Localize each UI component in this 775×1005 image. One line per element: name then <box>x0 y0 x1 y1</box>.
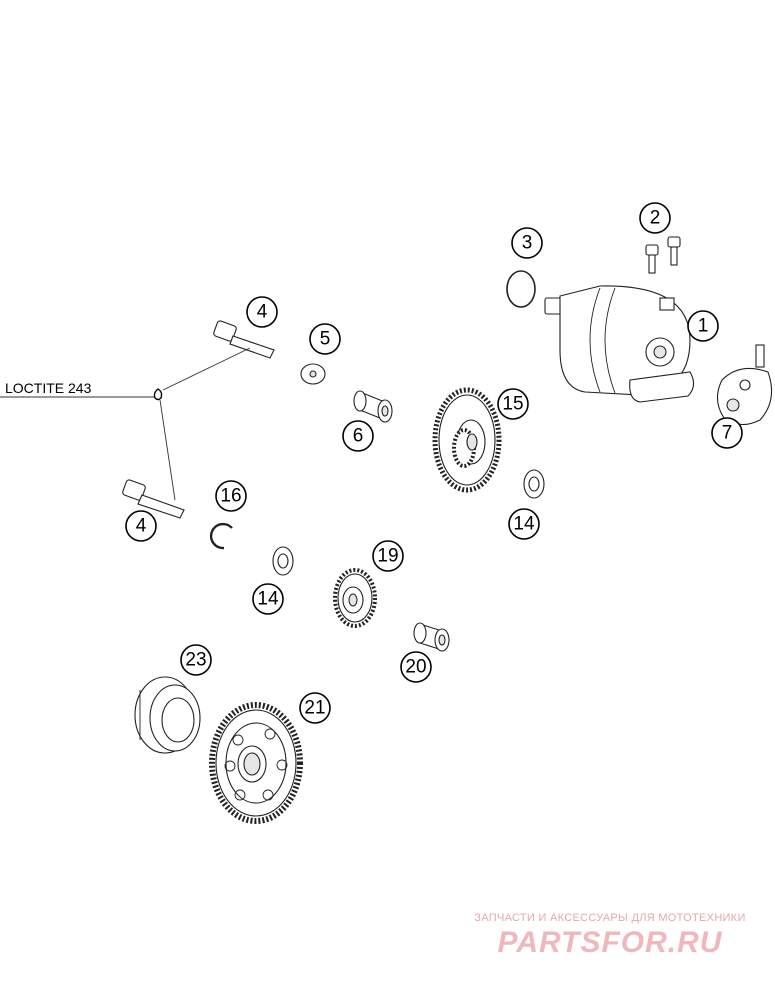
loctite-label: LOCTITE 243 <box>5 380 92 396</box>
watermark: ЗАПЧАСТИ И АКСЕССУАРЫ ДЛЯ МОТОТЕХНИКИ PA… <box>450 912 770 960</box>
callout-2: 2 <box>639 202 671 234</box>
freewheel-23 <box>134 676 201 754</box>
bolt-lower <box>122 479 185 519</box>
callout-1: 1 <box>687 310 719 342</box>
washer-14-left <box>272 546 294 576</box>
callout-14-right: 14 <box>508 508 540 540</box>
svg-text:5: 5 <box>320 329 331 350</box>
intermediate-gear-15 <box>432 387 502 493</box>
circlip-16 <box>209 522 233 550</box>
callout-4-upper: 4 <box>246 296 278 328</box>
callout-14-left: 14 <box>252 583 284 615</box>
callout-23: 23 <box>180 644 212 676</box>
svg-text:14: 14 <box>513 514 535 535</box>
svg-text:6: 6 <box>353 426 364 447</box>
watermark-logo: PARTSFOR.RU <box>497 926 723 959</box>
svg-text:19: 19 <box>377 546 398 567</box>
starter-cover <box>716 344 773 426</box>
callout-16: 16 <box>215 480 247 512</box>
svg-text:4: 4 <box>257 302 268 323</box>
small-gear-19 <box>333 568 377 628</box>
needle-bearing-20 <box>413 622 450 652</box>
callout-19: 19 <box>372 540 404 572</box>
o-ring <box>506 270 536 308</box>
callout-4-lower: 4 <box>125 510 157 542</box>
callout-6: 6 <box>342 420 374 452</box>
svg-text:14: 14 <box>257 589 279 610</box>
svg-text:23: 23 <box>185 650 206 671</box>
svg-text:1: 1 <box>698 316 709 337</box>
needle-bearing-6 <box>353 390 393 423</box>
svg-text:2: 2 <box>650 208 661 229</box>
svg-text:16: 16 <box>220 486 241 507</box>
washer-5 <box>300 363 326 385</box>
svg-text:7: 7 <box>722 423 733 444</box>
callout-7: 7 <box>711 417 743 449</box>
loctite-drop-icon <box>153 388 163 401</box>
svg-text:15: 15 <box>502 394 523 415</box>
starter-motor <box>544 285 695 403</box>
bolt-upper <box>213 320 275 359</box>
svg-text:4: 4 <box>136 516 147 537</box>
callout-20: 20 <box>400 651 432 683</box>
svg-text:3: 3 <box>522 233 533 254</box>
callout-5: 5 <box>309 323 341 355</box>
callout-3: 3 <box>511 227 543 259</box>
mounting-screws <box>645 236 681 274</box>
svg-text:20: 20 <box>405 657 426 678</box>
loctite-note: LOCTITE 243 <box>0 347 251 501</box>
callout-15: 15 <box>497 388 529 420</box>
callout-21: 21 <box>299 692 331 724</box>
svg-text:21: 21 <box>304 698 325 719</box>
watermark-tagline: ЗАПЧАСТИ И АКСЕССУАРЫ ДЛЯ МОТОТЕХНИКИ <box>474 912 746 924</box>
large-gear-21 <box>209 702 303 824</box>
washer-14-right <box>523 469 545 499</box>
